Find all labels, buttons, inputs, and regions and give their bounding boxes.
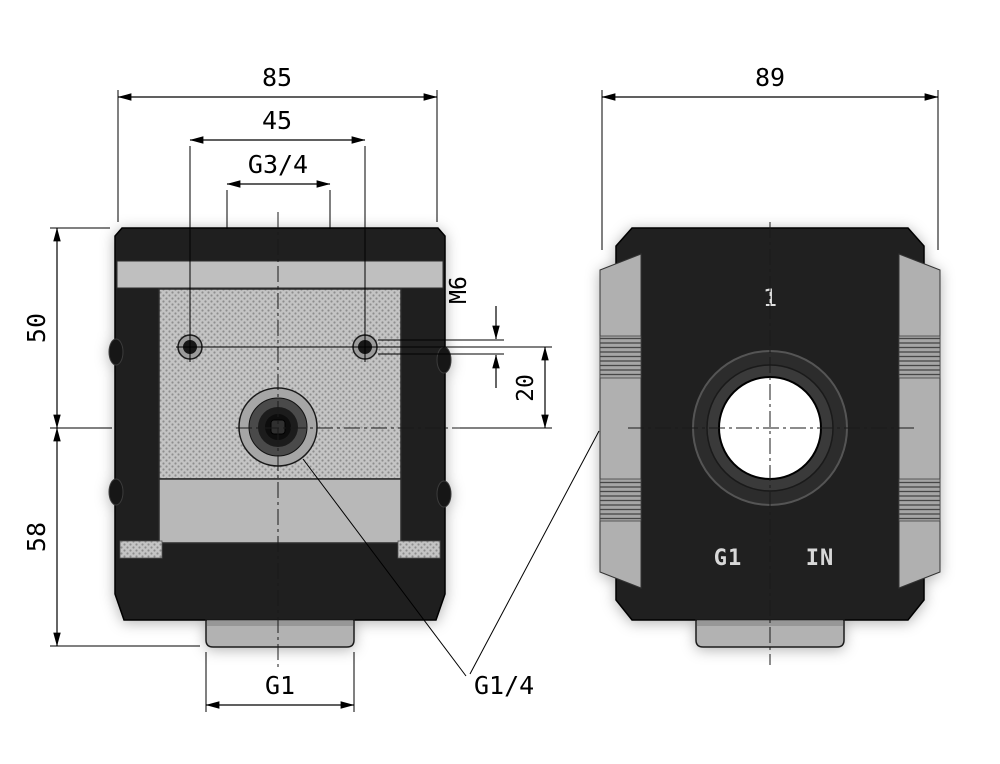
clamp-rail-right xyxy=(898,253,941,589)
dimension-overall-depth-89: 89 xyxy=(601,63,939,250)
dim-label-g14: G1/4 xyxy=(474,671,534,700)
side-port-plug-right-lower xyxy=(436,480,452,508)
dim-label-58: 58 xyxy=(22,522,51,552)
side-port-plug-right-upper xyxy=(436,346,452,374)
front-texture-strip-right xyxy=(397,540,441,559)
dimension-side-hole-m6: M6 xyxy=(378,276,504,388)
leader-to-front-port xyxy=(302,458,467,677)
leader-to-side-rail xyxy=(469,430,600,675)
front-center-port xyxy=(238,387,318,467)
side-port-plug-left-upper xyxy=(108,338,124,366)
flow-direction-marking: IN xyxy=(806,546,835,571)
front-bottom-port xyxy=(205,619,355,648)
thread-section-right-lower xyxy=(898,478,941,522)
dimension-bottom-port-g1: G1 xyxy=(205,652,355,712)
side-port-plug-left-lower xyxy=(108,478,124,506)
dim-label-g1: G1 xyxy=(265,671,295,700)
clamp-rail-left xyxy=(599,253,642,589)
dim-label-89: 89 xyxy=(755,63,785,92)
front-lower-panel xyxy=(158,478,402,544)
dim-label-50: 50 xyxy=(22,313,51,343)
callout-g14: G1/4 xyxy=(302,430,600,700)
front-view xyxy=(108,227,452,648)
port-thread-marking: G1 xyxy=(714,546,743,571)
dimension-lower-height-58: 58 xyxy=(22,427,200,647)
dim-label-45: 45 xyxy=(262,106,292,135)
dimension-hole-spacing-45: 45 xyxy=(189,106,366,362)
dimension-hole-offset-20: 20 xyxy=(460,346,552,429)
dim-label-85: 85 xyxy=(262,63,292,92)
front-body xyxy=(108,227,452,648)
dimensions: 85 45 G3/4 89 50 xyxy=(22,63,939,712)
front-top-band xyxy=(116,260,444,289)
thread-section-left-upper xyxy=(599,335,642,379)
dim-label-20: 20 xyxy=(513,374,539,402)
dimension-upper-height-50: 50 xyxy=(22,227,112,429)
front-texture-strip-left xyxy=(119,540,163,559)
thread-section-left-lower xyxy=(599,478,642,522)
dimension-overall-width-85: 85 xyxy=(117,63,438,222)
thread-section-right-upper xyxy=(898,335,941,379)
dim-label-m6: M6 xyxy=(446,276,472,304)
dim-label-g34: G3/4 xyxy=(248,150,308,179)
dimension-top-port-g34: G3/4 xyxy=(226,150,331,229)
